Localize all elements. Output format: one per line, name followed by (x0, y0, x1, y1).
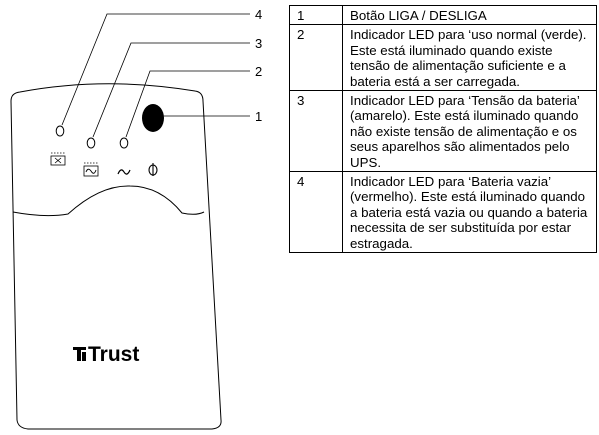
legend-number: 2 (289, 24, 343, 92)
legend-description: Indicador LED para ‘Tensão da bateria’ (… (342, 90, 597, 173)
callout-number-4: 4 (255, 7, 262, 22)
legend-row: 1 Botão LIGA / DESLIGA (289, 4, 597, 26)
power-symbol-icon (148, 163, 158, 176)
battery-voltage-icon (83, 162, 99, 177)
callout-number-2: 2 (255, 64, 262, 79)
callout-line-4 (61, 13, 250, 126)
legend-number: 1 (289, 4, 343, 26)
legend-table: 1 Botão LIGA / DESLIGA 2 Indicador LED p… (289, 4, 597, 254)
power-button[interactable] (142, 104, 164, 132)
callout-line-2 (125, 70, 250, 138)
ups-body-outline (10, 83, 222, 430)
legend-description: Botão LIGA / DESLIGA (342, 4, 597, 26)
callout-line-3 (92, 42, 250, 138)
led-battery-voltage (86, 137, 96, 149)
ac-wave-icon (117, 169, 131, 175)
legend-number: 3 (289, 90, 343, 173)
brand-name: Trust (88, 343, 139, 366)
led-battery-empty (55, 125, 65, 137)
legend-number: 4 (289, 171, 343, 254)
ups-cover-curve (12, 185, 205, 217)
battery-empty-icon (50, 152, 66, 166)
legend-row: 2 Indicador LED para ‘uso normal (verde)… (289, 24, 597, 92)
led-normal-use (119, 137, 129, 149)
legend-row: 3 Indicador LED para ‘Tensão da bateria’… (289, 90, 597, 173)
callout-number-1: 1 (255, 109, 262, 124)
legend-description: Indicador LED para ‘Bateria vazia’ (verm… (342, 171, 597, 254)
ups-front-panel-illustration: 4 3 2 1 Trust (10, 7, 262, 430)
legend-row: 4 Indicador LED para ‘Bateria vazia’ (ve… (289, 171, 597, 254)
callout-number-3: 3 (255, 36, 262, 51)
legend-description: Indicador LED para ‘uso normal (verde). … (342, 24, 597, 92)
trust-logo: Trust (73, 343, 139, 366)
